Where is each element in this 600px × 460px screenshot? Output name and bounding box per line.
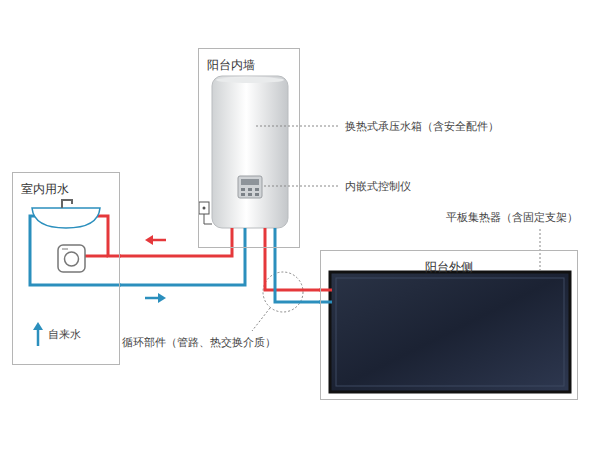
machine-door — [65, 252, 79, 266]
controller-buttons — [241, 188, 259, 196]
pipe — [275, 248, 320, 302]
region-title: 阳台外侧 — [425, 260, 473, 274]
region-title: 阳台内墙 — [207, 58, 255, 72]
flat-collector — [330, 272, 570, 392]
collector-glass — [336, 278, 564, 386]
tank-top — [216, 77, 284, 83]
callout-label: 换热式承压水箱（含安全配件） — [343, 119, 501, 133]
cold-flow-arrowhead — [158, 293, 166, 303]
region-box: 阳台内墙 — [198, 48, 300, 248]
tap-water-arrow — [37, 328, 40, 346]
pipe — [120, 248, 232, 256]
machine-panel — [62, 249, 68, 250]
power-socket — [199, 202, 209, 214]
controller-display — [241, 179, 259, 185]
leader-lines — [252, 126, 540, 331]
cold-flow-arrow — [145, 297, 159, 300]
tap-water-arrowhead — [33, 322, 43, 330]
tank-pipe-stubs — [232, 228, 275, 248]
region-title: 室内用水 — [21, 182, 69, 196]
circulation-circle — [263, 272, 303, 312]
pipe — [265, 248, 320, 290]
callout-label: 自来水 — [46, 327, 83, 341]
socket-hole — [203, 207, 206, 210]
washing-machine — [58, 245, 85, 272]
region-box: 阳台外侧 — [320, 250, 578, 400]
callout-label: 循环部件（管路、热交换介质） — [120, 335, 278, 349]
controller — [238, 176, 262, 198]
callout-label: 平板集热器（含固定支架） — [444, 210, 580, 224]
hot-flow-arrowhead — [145, 235, 153, 245]
wash-basin — [32, 208, 100, 228]
callout-label: 内嵌式控制仪 — [343, 179, 413, 193]
water-tank — [212, 76, 288, 228]
hot-flow-arrow — [152, 239, 166, 242]
pipe — [120, 248, 245, 285]
power-cable — [204, 214, 212, 224]
faucet — [62, 200, 72, 208]
